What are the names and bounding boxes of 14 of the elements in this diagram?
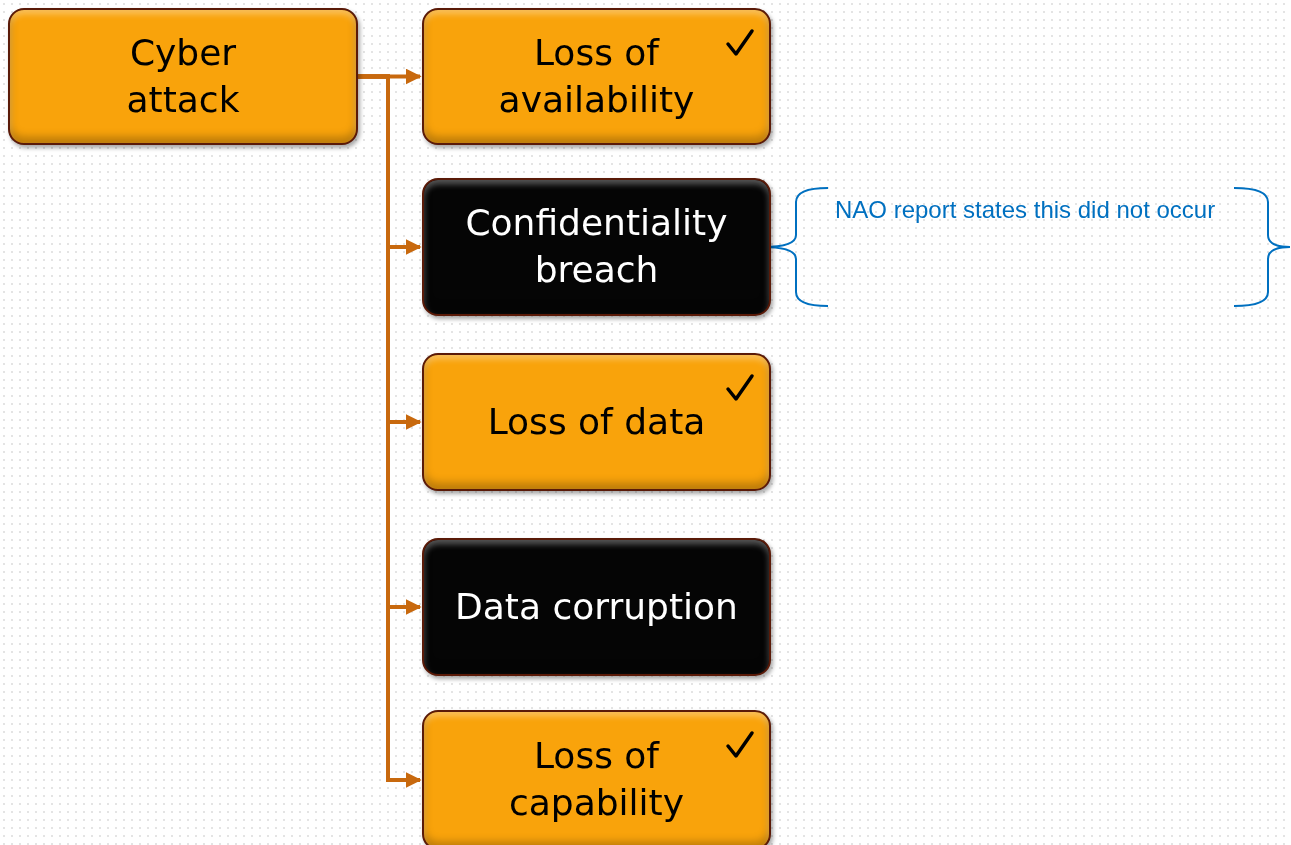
process-box <box>8 8 358 145</box>
box-label: Confidentiality breach <box>464 201 729 292</box>
box-label: Cyber attack <box>125 30 241 122</box>
process-box <box>422 710 771 845</box>
box-label: Loss of availability <box>497 30 696 122</box>
annotation-text: NAO report states this did not occur <box>835 195 1217 225</box>
box-label: Loss of capability <box>507 734 685 825</box>
process-box <box>422 8 771 145</box>
box-label: Loss of data <box>487 399 706 444</box>
process-box <box>422 353 771 491</box>
box-label: Data corruption <box>455 584 738 629</box>
arrow <box>358 74 422 788</box>
process-box <box>422 178 771 316</box>
process-box <box>422 538 771 676</box>
